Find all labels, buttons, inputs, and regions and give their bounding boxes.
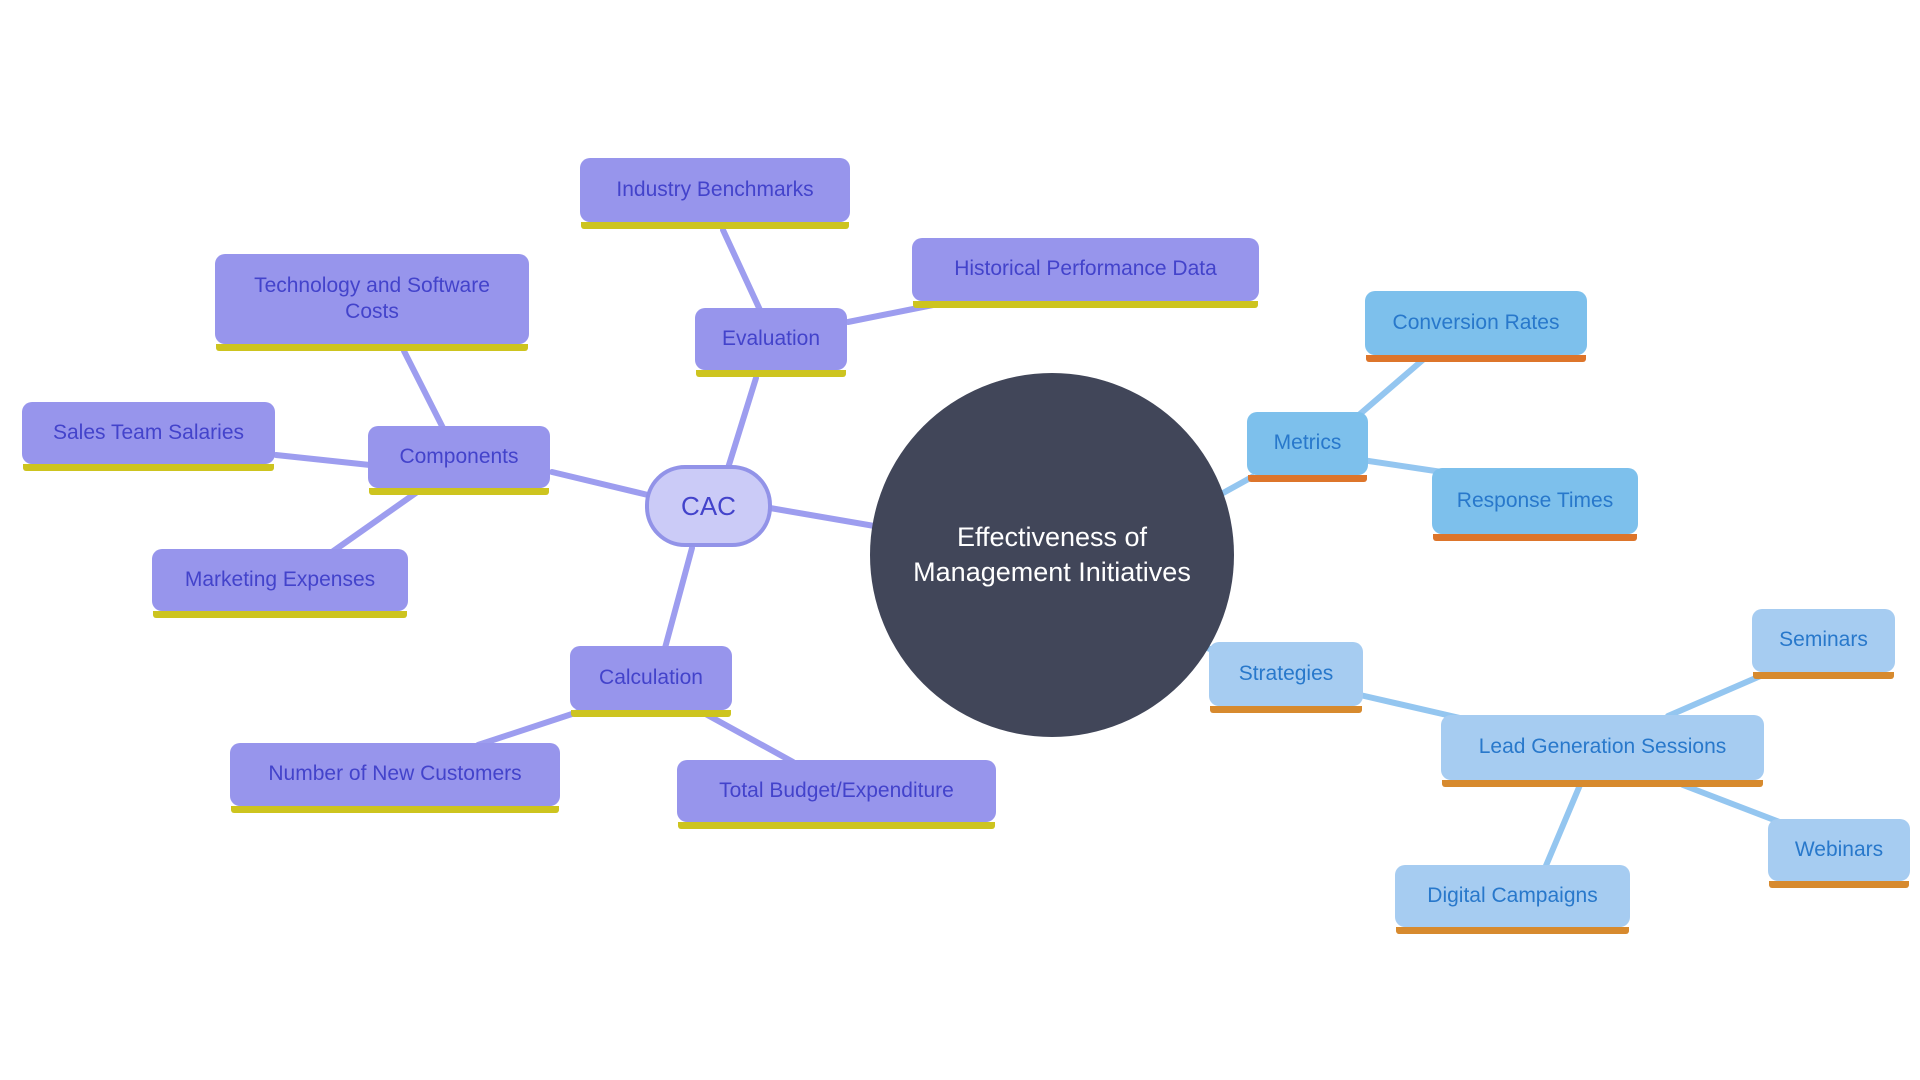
edge-calculation-total-budget (699, 709, 796, 765)
node-strategies[interactable]: Strategies (1209, 642, 1363, 713)
node-technology-and-software-costs[interactable]: Technology and Software Costs (215, 254, 529, 351)
edge-components-technology-costs (401, 348, 446, 431)
node-number-of-new-customers[interactable]: Number of New Customers (230, 743, 560, 813)
node-evaluation[interactable]: Evaluation (695, 308, 847, 377)
edge-strategies-lead-generation (1357, 692, 1463, 721)
node-marketing-expenses[interactable]: Marketing Expenses (152, 549, 408, 618)
node-digital-campaigns-label: Digital Campaigns (1427, 883, 1598, 907)
edge-metrics-conversion-rates (1357, 355, 1428, 417)
edge-cac-components (549, 469, 651, 498)
node-metrics[interactable]: Metrics (1247, 412, 1368, 482)
node-components[interactable]: Components (368, 426, 550, 495)
node-historical-performance-data-label: Historical Performance Data (954, 257, 1217, 281)
central-topic-label: Effectiveness of Management Initiatives (913, 521, 1191, 587)
node-industry-benchmarks-label: Industry Benchmarks (616, 177, 814, 201)
edge-calculation-new-customers (475, 709, 581, 748)
node-calculation[interactable]: Calculation (570, 646, 732, 717)
node-lead-generation-sessions-label: Lead Generation Sessions (1478, 735, 1727, 759)
node-webinars-label: Webinars (1794, 837, 1884, 861)
node-calculation-label: Calculation (599, 665, 703, 689)
node-digital-campaigns[interactable]: Digital Campaigns (1395, 865, 1630, 934)
node-historical-performance-data[interactable]: Historical Performance Data (912, 238, 1259, 308)
node-seminars[interactable]: Seminars (1752, 609, 1895, 679)
node-sales-team-salaries[interactable]: Sales Team Salaries (22, 402, 275, 471)
node-response-times-label: Response Times (1456, 488, 1614, 512)
node-conversion-rates-label: Conversion Rates (1392, 310, 1560, 334)
edge-lead-generation-seminars (1665, 671, 1768, 719)
node-metrics-label: Metrics (1273, 431, 1342, 455)
node-strategies-label: Strategies (1238, 661, 1334, 685)
edge-evaluation-industry-benchmarks (720, 227, 763, 313)
node-cac[interactable]: CAC (645, 465, 772, 547)
edge-cac-calculation (662, 545, 695, 651)
node-total-budget-expenditure[interactable]: Total Budget/Expenditure (677, 760, 996, 829)
node-technology-and-software-costs-label: Technology and Software Costs (254, 273, 490, 323)
node-conversion-rates[interactable]: Conversion Rates (1365, 291, 1587, 362)
node-number-of-new-customers-label: Number of New Customers (268, 762, 522, 786)
edge-components-marketing-expenses (329, 487, 423, 555)
node-response-times[interactable]: Response Times (1432, 468, 1638, 541)
node-evaluation-label: Evaluation (721, 326, 821, 350)
node-lead-generation-sessions[interactable]: Lead Generation Sessions (1441, 715, 1764, 787)
edge-cac-evaluation (725, 375, 759, 471)
edge-metrics-response-times (1359, 457, 1445, 475)
node-industry-benchmarks[interactable]: Industry Benchmarks (580, 158, 850, 229)
edge-lead-generation-digital-campaigns (1542, 782, 1583, 871)
edge-lead-generation-webinars (1680, 782, 1793, 829)
node-total-budget-expenditure-label: Total Budget/Expenditure (719, 778, 954, 802)
edge-components-sales-salaries (273, 452, 373, 468)
node-sales-team-salaries-label: Sales Team Salaries (52, 420, 245, 444)
node-components-label: Components (399, 444, 519, 468)
node-marketing-expenses-label: Marketing Expenses (184, 567, 376, 591)
node-webinars[interactable]: Webinars (1768, 819, 1910, 888)
node-seminars-label: Seminars (1779, 628, 1868, 652)
central-topic-node[interactable]: Effectiveness of Management Initiatives (870, 373, 1234, 737)
node-cac-label: CAC (681, 490, 736, 521)
